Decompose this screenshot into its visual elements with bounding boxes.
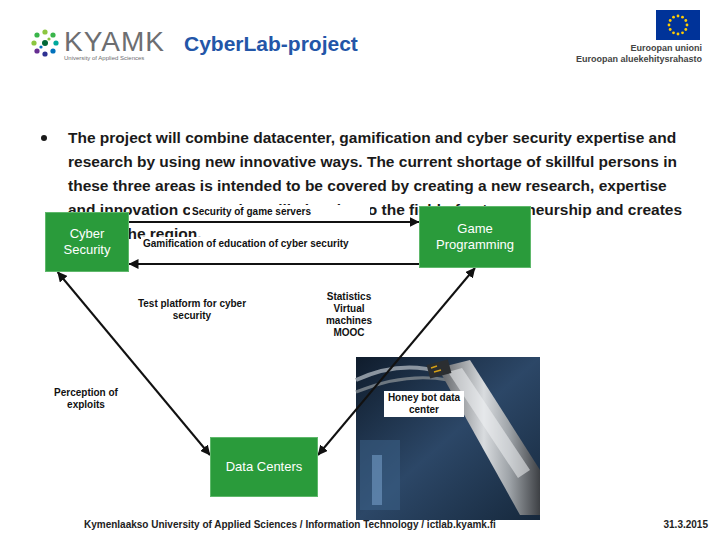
relation-note: Honey bot data center — [384, 391, 464, 417]
relation-note: Perception of exploits — [40, 387, 132, 411]
logo-subtitle: University of Applied Sciences — [64, 55, 184, 62]
eu-flag — [656, 10, 700, 40]
logo-mark — [31, 29, 58, 56]
edge-label: Gamification of education of cyber secur… — [141, 237, 367, 251]
footer-date: 31.3.2015 — [616, 519, 708, 531]
bullet-text: The project will combine datacenter, gam… — [68, 126, 686, 246]
topic-box: Cyber Security — [45, 212, 129, 272]
connector-photo — [356, 357, 540, 520]
slide-title: CyberLab-project — [184, 31, 358, 57]
box-label: Cyber Security — [54, 226, 120, 258]
bullet-dot — [41, 135, 47, 141]
funder-text: Euroopan aluekehitysrahasto — [540, 54, 702, 65]
box-label: Game Programming — [428, 221, 522, 253]
box-label: Data Centers — [226, 459, 303, 475]
footer-text: Kymenlaakso University of Applied Scienc… — [84, 519, 614, 531]
edge-label: Security of game servers — [190, 205, 370, 219]
relation-note: Statistics Virtual machines MOOC — [316, 291, 382, 339]
funder-text: Euroopan unioni — [560, 43, 702, 54]
relation-arrow — [129, 221, 419, 223]
logo-text: KYAMK — [64, 28, 165, 56]
topic-box: Game Programming — [419, 206, 531, 268]
relation-arrow — [129, 263, 419, 265]
topic-box: Data Centers — [210, 437, 318, 497]
relation-note: Test platform for cyber security — [136, 298, 248, 322]
